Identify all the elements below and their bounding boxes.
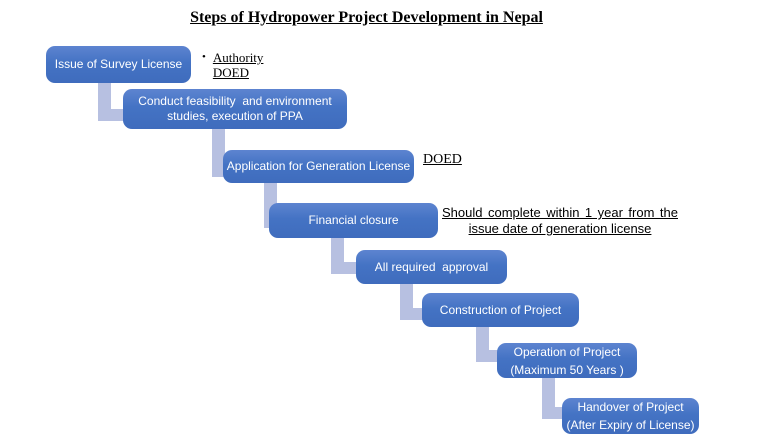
authority-note: • Authority DOED	[202, 50, 263, 80]
step-label: Issue of Survey License	[54, 57, 183, 71]
step-label: studies, execution of PPA	[167, 109, 303, 123]
connector-2-vertical	[212, 129, 225, 177]
step-generation-license-application: Application for Generation License	[223, 150, 414, 183]
step-label: Financial closure	[308, 213, 399, 227]
step-label: Operation of Project	[513, 344, 621, 359]
authority-note-lines: Authority DOED	[213, 50, 264, 80]
step-financial-closure: Financial closure	[269, 203, 438, 238]
step-feasibility-studies: Conduct feasibility and environment stud…	[123, 89, 347, 129]
step-label: Application for Generation License	[226, 159, 411, 173]
step-label: Conduct feasibility and environment	[138, 94, 332, 108]
authority-note-line: Authority	[212, 50, 264, 65]
step-label: (Maximum 50 Years )	[510, 362, 624, 377]
step-all-required-approval: All required approval	[356, 250, 507, 284]
connector-7-horizontal	[542, 407, 564, 419]
financial-note-line: issue date of generation license	[468, 221, 652, 236]
connector-1-horizontal	[98, 109, 125, 121]
bullet-icon: •	[202, 51, 206, 63]
diagram-title: Steps of Hydropower Project Development …	[190, 9, 543, 26]
doed-note: DOED	[423, 152, 462, 167]
financial-closure-note: Should complete within 1 year from the i…	[442, 205, 678, 237]
step-issue-survey-license: Issue of Survey License	[46, 46, 191, 83]
step-label: Handover of Project	[577, 400, 684, 414]
step-label: All required approval	[374, 259, 489, 274]
step-construction-of-project: Construction of Project	[422, 293, 579, 327]
step-label: (After Expiry of License)	[566, 418, 695, 432]
connector-4-horizontal	[331, 262, 358, 274]
financial-note-line: Should complete within 1 year from the	[442, 205, 678, 220]
step-label: Construction of Project	[439, 302, 562, 317]
connector-5-horizontal	[400, 308, 424, 320]
step-operation-of-project: Operation of Project (Maximum 50 Years )	[497, 343, 637, 378]
connector-6-horizontal	[476, 350, 499, 362]
step-handover-of-project: Handover of Project (After Expiry of Lic…	[562, 398, 699, 434]
authority-note-line: DOED	[212, 65, 249, 80]
